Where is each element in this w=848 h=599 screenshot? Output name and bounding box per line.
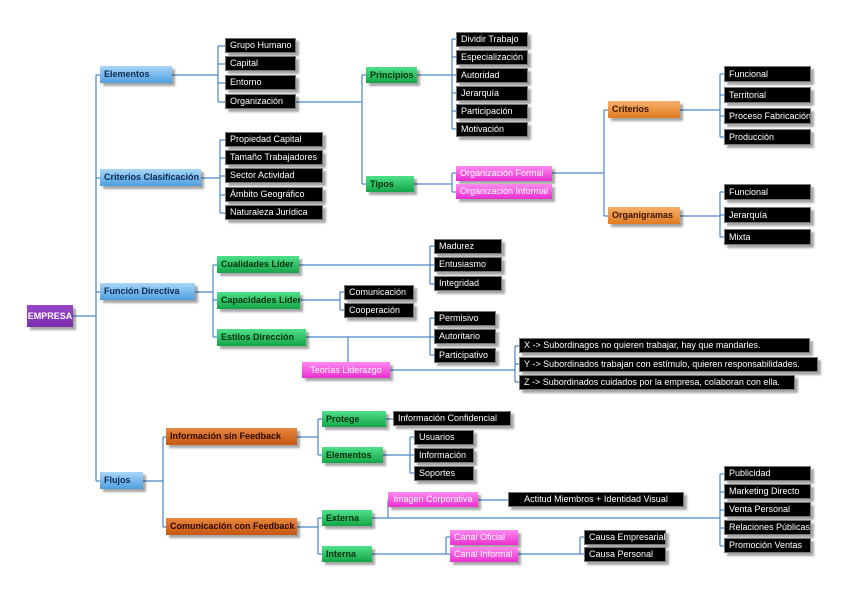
node-autoridad[interactable]: Autoridad — [456, 68, 528, 83]
node-crit-territorial[interactable]: Territorial — [724, 87, 811, 103]
node-participacion[interactable]: Participación — [456, 104, 528, 119]
node-motivacion[interactable]: Motivación — [456, 122, 528, 137]
node-org-formal[interactable]: Organización Formal — [456, 166, 552, 181]
node-teoria-z[interactable]: Z -> Subordinados cuidados por la empres… — [519, 375, 795, 390]
node-especializacion[interactable]: Especialización — [456, 50, 528, 65]
node-organizacion[interactable]: Organización — [225, 94, 296, 109]
node-teoria-y[interactable]: Y -> Subordinados trabajan con estímulo,… — [519, 357, 818, 372]
node-actitud-identidad[interactable]: Actitud Miembros + Identidad Visual — [508, 492, 684, 507]
node-protege[interactable]: Protege — [322, 411, 386, 427]
node-org-informal[interactable]: Organización Informal — [456, 184, 552, 199]
node-publicidad[interactable]: Publicidad — [724, 466, 811, 481]
node-crit-produccion[interactable]: Producción — [724, 129, 811, 145]
node-org-funcional[interactable]: Funcional — [724, 184, 811, 200]
node-canal-oficial[interactable]: Canal Oficial — [450, 530, 518, 545]
node-marketing-directo[interactable]: Marketing Directo — [724, 484, 811, 499]
node-tipos[interactable]: Tipos — [366, 176, 414, 192]
node-jerarquia[interactable]: Jerarquía — [456, 86, 528, 101]
node-organigramas[interactable]: Organigramas — [608, 207, 680, 224]
node-externa[interactable]: Externa — [322, 510, 372, 526]
node-teorias-liderazgo[interactable]: Teorías Liderazgo — [302, 362, 390, 378]
node-funcion-directiva[interactable]: Función Directiva — [100, 283, 195, 300]
node-dividir-trabajo[interactable]: Dividir Trabajo — [456, 32, 528, 47]
node-flujo-elementos[interactable]: Elementos — [322, 447, 383, 463]
node-crit-funcional[interactable]: Funcional — [724, 66, 811, 82]
node-comunicacion[interactable]: Comunicación — [344, 285, 414, 300]
node-criterios-clasificacion[interactable]: Criterios Clasificación — [100, 169, 201, 186]
node-naturaleza-juridica[interactable]: Naturaleza Jurídica — [225, 205, 323, 220]
node-crit-proceso[interactable]: Proceso Fabricación — [724, 108, 811, 124]
node-sector-actividad[interactable]: Sector Actividad — [225, 168, 323, 183]
node-propiedad-capital[interactable]: Propiedad Capital — [225, 132, 323, 147]
node-estilos-direccion[interactable]: Estilos Dirección — [217, 329, 306, 346]
node-empresa[interactable]: EMPRESA — [27, 305, 73, 327]
node-informacion[interactable]: Información — [414, 448, 474, 463]
node-tamano-trabajadores[interactable]: Tamaño Trabajadores — [225, 150, 323, 165]
node-usuarios[interactable]: Usuarios — [414, 430, 474, 445]
node-ambito-geografico[interactable]: Ámbito Geográfico — [225, 187, 323, 202]
node-capacidades-lider[interactable]: Capacidades Líder — [217, 292, 300, 309]
node-entorno[interactable]: Entorno — [225, 75, 296, 90]
node-causa-personal[interactable]: Causa Personal — [584, 547, 666, 562]
node-canal-informal[interactable]: Canal Informal — [450, 547, 518, 562]
node-comunicacion-con-feedback[interactable]: Comunicación con Feedback — [166, 518, 297, 535]
node-cooperacion[interactable]: Cooperación — [344, 303, 414, 318]
node-madurez[interactable]: Madurez — [434, 239, 502, 254]
node-info-confidencial[interactable]: Información Confidencial — [393, 411, 511, 426]
node-org-jerarquia[interactable]: Jerarquía — [724, 207, 811, 223]
node-causa-empresarial[interactable]: Causa Empresarial — [584, 530, 666, 545]
node-grupo-humano[interactable]: Grupo Humano — [225, 38, 296, 53]
node-participativo[interactable]: Participativo — [434, 348, 496, 363]
node-cualidades-lider[interactable]: Cualidades Líder — [217, 256, 299, 273]
node-integridad[interactable]: Integridad — [434, 276, 502, 291]
node-autoritario[interactable]: Autoritario — [434, 329, 496, 344]
node-teoria-x[interactable]: X -> Subordinagos no quieren trabajar, h… — [519, 338, 810, 353]
node-soportes[interactable]: Soportes — [414, 466, 474, 481]
node-imagen-corporativa[interactable]: Imagen Corporativa — [388, 492, 478, 507]
node-criterios[interactable]: Criterios — [608, 101, 680, 118]
node-informacion-sin-feedback[interactable]: Información sin Feedback — [166, 428, 297, 445]
node-promocion-ventas[interactable]: Promoción Ventas — [724, 538, 811, 553]
node-principios[interactable]: Principios — [366, 67, 417, 83]
node-relaciones-publicas[interactable]: Relaciones Públicas — [724, 520, 811, 535]
node-entusiasmo[interactable]: Entusiasmo — [434, 257, 502, 272]
node-permisivo[interactable]: Permisivo — [434, 311, 496, 326]
node-elementos[interactable]: Elementos — [100, 66, 172, 83]
node-capital[interactable]: Capital — [225, 56, 296, 71]
node-interna[interactable]: Interna — [322, 546, 372, 562]
node-venta-personal[interactable]: Venta Personal — [724, 502, 811, 517]
node-org-mixta[interactable]: Mixta — [724, 229, 811, 245]
node-flujos[interactable]: Flujos — [100, 472, 143, 489]
